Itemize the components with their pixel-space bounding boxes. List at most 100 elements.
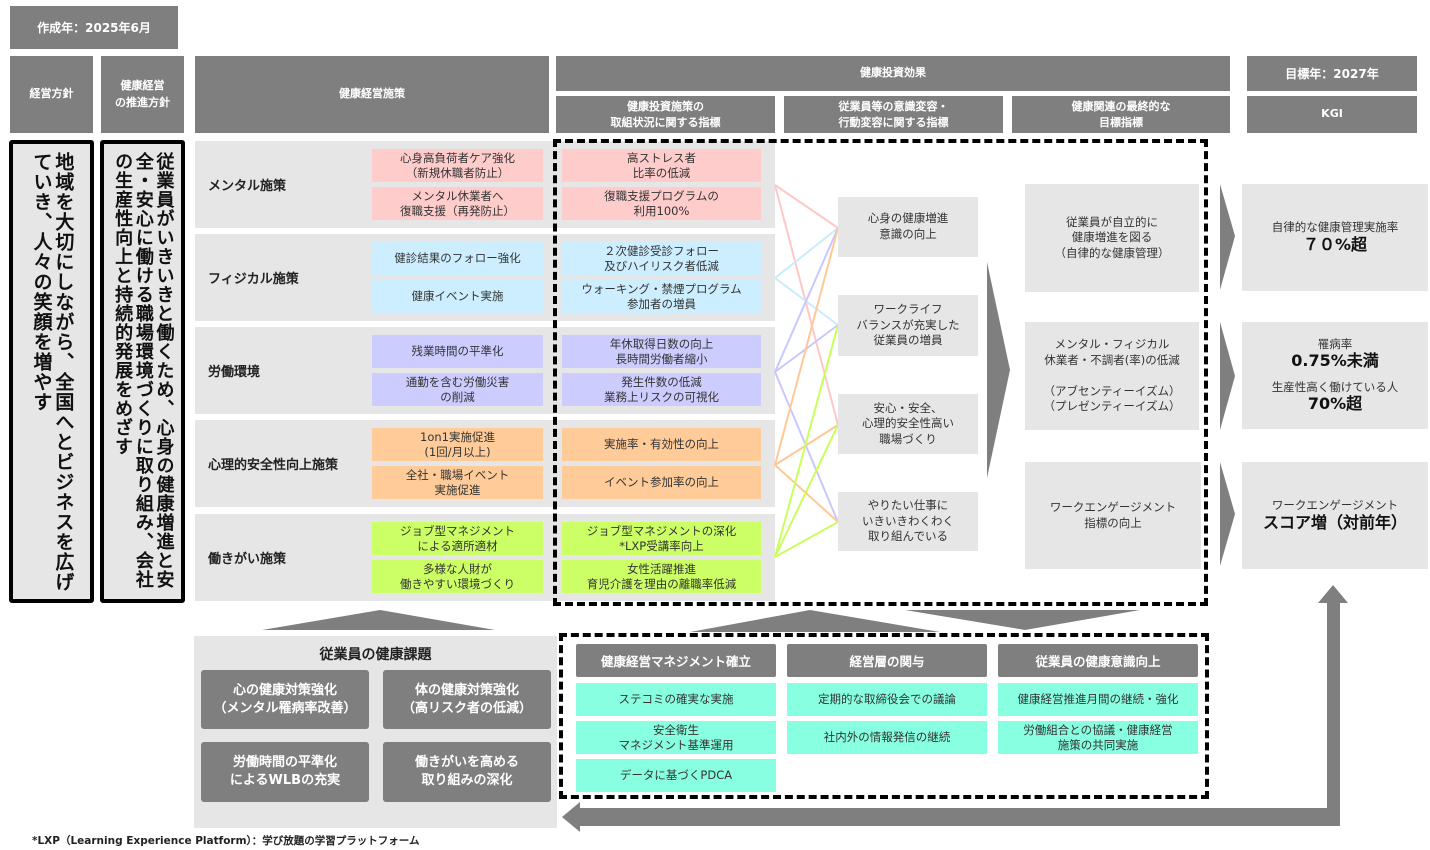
effect-indicator: 高ストレス者 比率の低減 — [562, 149, 761, 182]
health-issues-panel: 従業員の健康課題 心の健康対策強化 （メンタル罹病率改善） 体の健康対策強化 （… — [194, 636, 557, 828]
connector-line — [774, 424, 839, 466]
measure-row: メンタル施策 心身高負荷者ケア強化 （新規休職者防止） 高ストレス者 比率の低減メン… — [195, 141, 775, 228]
kgi-value: ７０%超 — [1302, 234, 1368, 254]
kgi-label: ワークエンゲージメント — [1271, 498, 1399, 512]
arrow-up-icon — [690, 610, 940, 632]
measure-row: 労働環境 残業時間の平準化年休取得日数の向上 長時間労働者縮小通勤を含む労働災害 … — [195, 327, 775, 414]
awareness-box: 安心・安全、 心理的安全性高い 職場づくり — [838, 394, 978, 454]
health-issue-item: 心の健康対策強化 （メンタル罹病率改善） — [201, 670, 369, 729]
kgi-value: 70%超 — [1307, 394, 1363, 414]
management-policy-box: 地域を大切にしながら、全国へとビジネスを広げていき、人々の笑顔を増やす — [9, 140, 94, 603]
measure-row: 働きがい施策 ジョブ型マネジメント による適所適材ジョブ型マネジメントの深化 *L… — [195, 514, 775, 601]
measure-label: メンタル施策 — [208, 179, 287, 194]
effect-indicator: ２次健診受診フォロー 及びハイリスク者低減 — [562, 242, 761, 275]
header-promotion-policy: 健康経営 の推進方針 — [101, 56, 184, 133]
measure-item: 多様な人財が 働きやすい環境づくり — [372, 560, 543, 593]
effect-indicator: ジョブ型マネジメントの深化 *LXP受講率向上 — [562, 522, 761, 555]
final-goal-box: ワークエンゲージメント 指標の向上 — [1025, 462, 1201, 569]
kgi-value: 0.75%未満 — [1291, 351, 1379, 371]
measure-item: メンタル休業者へ 復職支援（再発防止） — [372, 187, 543, 220]
effect-indicator: 復職支援プログラムの 利用100% — [562, 187, 761, 220]
health-issue-item: 労働時間の平準化 によるWLBの充実 — [201, 742, 369, 802]
connector-line — [774, 184, 839, 426]
foundation-item: データに基づくPDCA — [576, 759, 776, 792]
health-issue-item: 働きがいを高める 取り組みの深化 — [383, 742, 551, 802]
foundation-header: 従業員の健康意識向上 — [998, 644, 1198, 677]
connector-line — [774, 521, 839, 558]
header-effect-sub-1: 健康投資施策の 取組状況に関する指標 — [556, 96, 775, 133]
measure-item: 健診結果のフォロー強化 — [372, 242, 543, 275]
connector-line — [774, 227, 839, 279]
foundation-header: 経営層の関与 — [787, 644, 987, 677]
measure-label: フィジカル施策 — [208, 272, 299, 287]
final-goal-box: 従業員が自立的に 健康増進を図る （自律的な健康管理） — [1025, 184, 1199, 292]
foundation-item: 定期的な取締役会での議論 — [787, 683, 987, 716]
created-date-label: 作成年：2025年6月 — [10, 6, 178, 49]
foundation-frame — [559, 633, 1209, 799]
measure-item: 心身高負荷者ケア強化 （新規休職者防止） — [372, 149, 543, 182]
connector-line — [774, 324, 839, 558]
measure-item: 残業時間の平準化 — [372, 335, 543, 368]
arrow-up-icon — [262, 610, 495, 630]
health-issues-title: 従業員の健康課題 — [319, 647, 432, 663]
chevron-right-icon — [1220, 184, 1235, 290]
measure-item: ジョブ型マネジメント による適所適材 — [372, 522, 543, 555]
chevron-right-icon — [1220, 462, 1235, 566]
connector-line — [774, 227, 839, 373]
measure-row: フィジカル施策 健診結果のフォロー強化 ２次健診受診フォロー 及びハイリスク者低減健… — [195, 234, 775, 321]
kgi-value: スコア増（対前年） — [1262, 512, 1407, 532]
foundation-item: 社内外の情報発信の継続 — [787, 721, 987, 754]
connector-line — [774, 424, 839, 558]
effect-indicator: 年休取得日数の向上 長時間労働者縮小 — [562, 335, 761, 368]
kgi-label: 自律的な健康管理実施率 — [1271, 220, 1399, 234]
chevron-right-icon — [1220, 322, 1235, 430]
chevron-right-icon — [987, 262, 1010, 478]
connector-line — [774, 227, 839, 466]
effect-indicator: ウォーキング・禁煙プログラム 参加者の増員 — [562, 280, 761, 313]
final-goal-box: メンタル・フィジカル 休業者・不調者(率)の低減 （アブセンティーイズム） （プ… — [1025, 322, 1199, 430]
measure-item: 全社・職場イベント 実施促進 — [372, 466, 543, 499]
arrow-up-icon — [1318, 585, 1348, 603]
header-kgi: KGI — [1247, 96, 1417, 133]
kgi-label: 生産性高く働けている人 — [1271, 379, 1399, 394]
connector-line — [774, 184, 839, 229]
arrow-down-icon — [905, 610, 1140, 630]
measure-item: 通勤を含む労働災害 の削減 — [372, 373, 543, 406]
effect-indicator: 女性活躍推進 育児介護を理由の離職率低減 — [562, 560, 761, 593]
promotion-policy-box: 従業員がいきいきと働くため、心身の健康増進と安全・安心に働ける職場環境づくりに取… — [100, 140, 185, 603]
effect-indicator: イベント参加率の向上 — [562, 466, 761, 499]
measure-label: 労働環境 — [208, 365, 261, 380]
measure-label: 働きがい施策 — [208, 552, 287, 567]
footnote: *LXP（Learning Experience Platform）：学び放題の… — [32, 835, 420, 847]
header-investment-effects: 健康投資効果 — [556, 56, 1230, 91]
effect-indicator: 発生件数の低減 業務上リスクの可視化 — [562, 373, 761, 406]
kgi-label: 罹病率 — [1317, 336, 1353, 351]
management-policy-text: 地域を大切にしながら、全国へとビジネスを広げていき、人々の笑顔を増やす — [30, 152, 75, 592]
measure-row: 心理的安全性向上施策 1on1実施促進 (1回/月以上) 実施率・有効性の向上全社・… — [195, 420, 775, 507]
header-measures: 健康経営施策 — [195, 56, 549, 133]
awareness-box: やりたい仕事に いきいきわくわく 取り組んでいる — [838, 492, 978, 551]
header-effect-sub-2: 従業員等の意識変容・ 行動変容に関する指標 — [784, 96, 1003, 133]
foundation-header: 健康経営マネジメント確立 — [576, 644, 776, 677]
header-effect-sub-3: 健康関連の最終的な 目標指標 — [1012, 96, 1230, 133]
awareness-box: ワークライフ バランスが充実した 従業員の増員 — [838, 295, 978, 356]
measure-item: 健康イベント実施 — [372, 280, 543, 313]
measure-item: 1on1実施促進 (1回/月以上) — [372, 428, 543, 461]
measure-label: 心理的安全性向上施策 — [208, 458, 339, 473]
loop-arrow-icon — [562, 600, 1340, 832]
foundation-item: ステコミの確実な実施 — [576, 683, 776, 716]
connector-line — [774, 464, 839, 523]
effect-indicator: 実施率・有効性の向上 — [562, 428, 761, 461]
foundation-item: 安全衛生 マネジメント基準運用 — [576, 721, 776, 754]
header-target-year: 目標年：2027年 — [1247, 56, 1417, 91]
awareness-box: 心身の健康増進 意識の向上 — [838, 197, 978, 257]
effects-frame — [553, 139, 1208, 606]
health-issue-item: 体の健康対策強化 （高リスク者の低減） — [383, 670, 551, 729]
kgi-box: ワークエンゲージメントスコア増（対前年） — [1242, 462, 1428, 569]
promotion-policy-text: 従業員がいきいきと働くため、心身の健康増進と安全・安心に働ける職場環境づくりに取… — [112, 152, 175, 589]
header-management-policy: 経営方針 — [10, 56, 93, 133]
connector-line — [774, 371, 839, 523]
